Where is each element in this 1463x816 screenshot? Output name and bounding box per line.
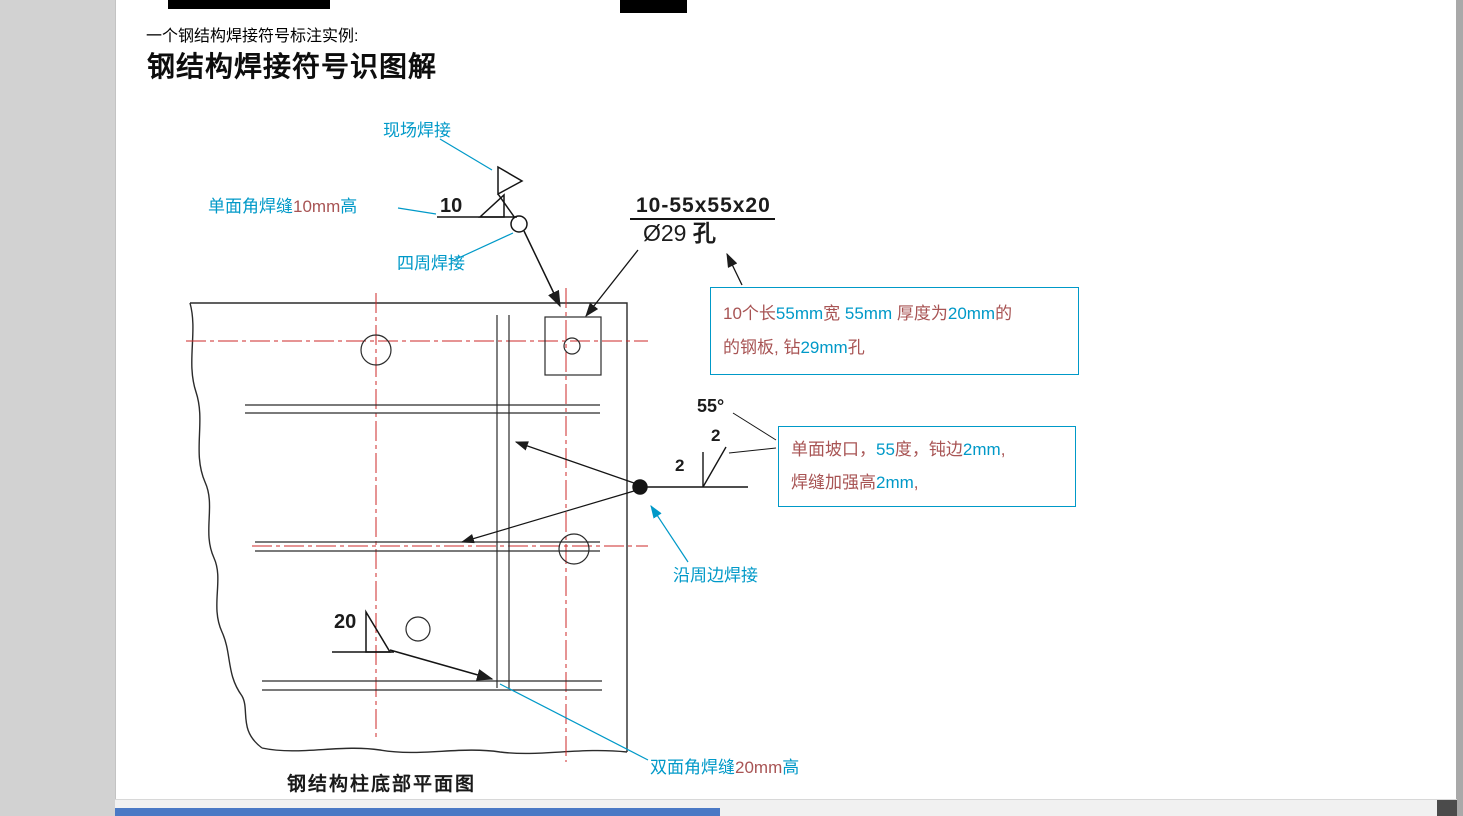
plate-note-box: 10个长55mm宽 55mm 厚度为20mm的 的钢板, 钻29mm孔: [710, 287, 1079, 375]
label-weld-all-around: 四周焊接: [397, 254, 465, 273]
fillet-weld-symbol: [365, 609, 392, 653]
label-segment: 双面角焊缝: [650, 758, 735, 777]
plan-outline: [189, 302, 628, 755]
spec-leaders: [585, 218, 775, 318]
note-segment: 的: [995, 303, 1013, 323]
note-segment: 度，钝边: [894, 440, 963, 460]
note-line: 10个长55mm宽 55mm 厚度为20mm的: [723, 303, 1066, 325]
note-segment: ,: [913, 472, 919, 492]
horizontal-scrollbar-track[interactable]: [115, 799, 1457, 816]
fillet-weld-symbol: [478, 193, 505, 218]
hole-spec-label: Ø29 孔: [643, 220, 716, 248]
plan-details: [245, 315, 602, 691]
label-double-fillet: 双面角焊缝20mm高: [650, 758, 799, 778]
note-segment: ,: [1000, 440, 1006, 460]
label-single-fillet: 单面角焊缝10mm高: [208, 197, 357, 217]
centerlines: [186, 288, 648, 762]
note-segment: 2mm: [876, 472, 914, 492]
note-segment: 孔: [847, 338, 865, 358]
hole-char: 孔: [692, 220, 716, 246]
horizontal-scrollbar-thumb[interactable]: [115, 808, 720, 816]
note-segment: 55mm: [844, 303, 893, 323]
bolt-hole: [405, 616, 431, 642]
note-segment: 的钢板, 钻: [723, 338, 801, 358]
label-segment: 高: [340, 197, 358, 216]
scroll-corner-handle: [1437, 800, 1457, 816]
label-segment: 10mm: [293, 197, 341, 216]
note-segment: 宽: [823, 303, 845, 323]
weld-symbol-groove: [460, 412, 777, 544]
weld-size-10: 10: [440, 195, 463, 217]
bevel-groove-symbol: [702, 446, 727, 488]
root-face-label: 2: [711, 426, 721, 445]
diagram-title: 钢结构焊接符号识图解: [147, 51, 438, 82]
bolt-hole: [360, 334, 392, 366]
label-segment: 单面角焊缝: [208, 197, 293, 216]
note-segment: 焊缝加强高: [791, 472, 876, 492]
plate-hole: [563, 337, 581, 355]
note-segment: 单面坡口，: [791, 440, 876, 460]
intro-text: 一个钢结构焊接符号标注实例:: [146, 28, 359, 45]
note-segment: 10个长: [723, 303, 776, 323]
note-line: 焊缝加强高2mm,: [791, 472, 1063, 494]
label-segment: 高: [782, 758, 800, 777]
anchor-plate: [544, 316, 602, 376]
label-periphery-weld: 沿周边焊接: [673, 566, 758, 585]
cropped-text-bar-right: [620, 0, 687, 13]
weld-all-around-circle: [510, 215, 528, 233]
note-line: 单面坡口，55度，钝边2mm,: [791, 439, 1063, 461]
note-segment: 55: [876, 440, 895, 460]
drawing-caption: 钢结构柱底部平面图: [287, 774, 477, 795]
weld-symbol-field: [437, 165, 561, 308]
weld-size-20: 20: [334, 611, 357, 633]
left-sidebar-panel: [0, 0, 116, 816]
bolt-hole: [558, 533, 590, 565]
note-segment: 29mm: [800, 338, 848, 358]
note-segment: 20mm: [947, 303, 996, 323]
right-edge-strip: [1456, 0, 1463, 816]
note-segment: 厚度为: [892, 303, 948, 323]
field-weld-flag: [497, 165, 524, 196]
label-field-weld: 现场焊接: [383, 121, 451, 140]
groove-angle-label: 55°: [697, 396, 725, 416]
note-segment: 55mm: [775, 303, 824, 323]
groove-note-box: 单面坡口，55度，钝边2mm, 焊缝加强高2mm,: [778, 426, 1076, 507]
cropped-text-bar-left: [168, 0, 330, 9]
reinforcement-label: 2: [675, 456, 685, 475]
hole-diameter: Ø29: [643, 220, 693, 246]
note-segment: 2mm: [962, 440, 1001, 460]
annotation-leaders: [397, 138, 689, 761]
label-segment: 20mm: [735, 758, 783, 777]
note-line: 的钢板, 钻29mm孔: [723, 337, 1066, 359]
weld-symbol-fillet20: [332, 609, 494, 681]
weld-point-dot: [632, 479, 648, 495]
plate-spec-label: 10-55x55x20: [636, 194, 771, 217]
